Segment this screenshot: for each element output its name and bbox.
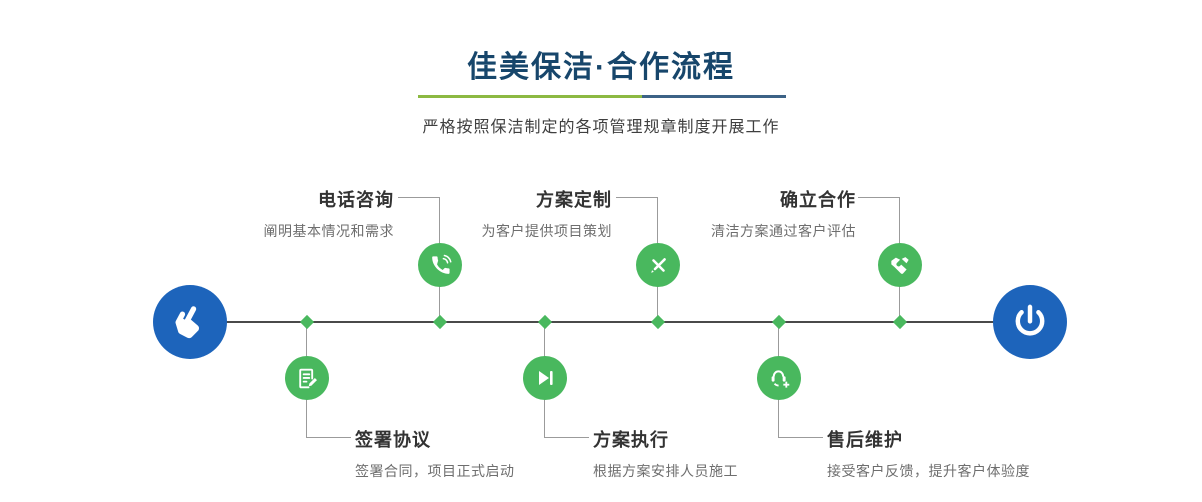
step-node-phone-consult [418, 243, 462, 287]
phone-icon [431, 254, 451, 274]
page-subtitle: 严格按照保洁制定的各项管理规章制度开展工作 [422, 119, 780, 136]
timeline-marker-diamond [432, 314, 448, 330]
step-desc: 阐明基本情况和需求 [263, 223, 394, 239]
step-desc: 清洁方案通过客户评估 [711, 223, 856, 239]
step-title: 签署协议 [355, 430, 431, 450]
underline-green-segment [418, 95, 643, 98]
step-node-after-sales [757, 356, 801, 400]
end-node [993, 285, 1067, 359]
step-label-plan-customize: 方案定制 为客户提供项目策划 [380, 186, 612, 241]
underline-blue-segment [642, 95, 786, 98]
contract-icon [298, 368, 317, 388]
step-label-sign-agreement: 签署协议 签署合同，项目正式启动 [355, 426, 615, 481]
design-tools-icon [650, 257, 666, 273]
step-desc: 为客户提供项目策划 [481, 223, 612, 239]
play-forward-icon [539, 371, 553, 385]
step-title: 电话咨询 [318, 190, 394, 210]
step-node-sign-agreement [285, 356, 329, 400]
connector-line [307, 437, 351, 438]
step-label-establish-cooperation: 确立合作 清洁方案通过客户评估 [600, 186, 856, 241]
headset-support-icon [771, 370, 790, 388]
connector-line [779, 437, 823, 438]
title-underline [418, 95, 786, 98]
hand-pointer-icon [175, 306, 200, 339]
step-label-plan-execute: 方案执行 根据方案安排人员施工 [593, 426, 853, 481]
connector-line [858, 197, 900, 198]
handshake-icon [891, 257, 909, 274]
timeline-marker-diamond [537, 314, 553, 330]
page-title: 佳美保洁·合作流程 [467, 51, 735, 84]
step-desc: 根据方案安排人员施工 [593, 463, 738, 479]
connector-line [616, 197, 658, 198]
step-title: 方案定制 [536, 190, 612, 210]
step-label-after-sales: 售后维护 接受客户反馈，提升客户体验度 [827, 426, 1107, 481]
start-node [153, 285, 227, 359]
step-title: 确立合作 [780, 190, 856, 210]
step-desc: 接受客户反馈，提升客户体验度 [827, 463, 1030, 479]
step-label-phone-consult: 电话咨询 阐明基本情况和需求 [150, 186, 394, 241]
step-node-plan-customize [636, 243, 680, 287]
step-node-establish-cooperation [878, 243, 922, 287]
timeline-marker-diamond [299, 314, 315, 330]
step-desc: 签署合同，项目正式启动 [355, 463, 515, 479]
timeline-marker-diamond [650, 314, 666, 330]
step-title: 售后维护 [827, 430, 903, 450]
step-title: 方案执行 [593, 430, 669, 450]
power-icon [1015, 304, 1045, 336]
connector-line [545, 437, 589, 438]
timeline-marker-diamond [771, 314, 787, 330]
connector-line [398, 197, 440, 198]
timeline-line [190, 321, 1030, 323]
step-node-plan-execute [523, 356, 567, 400]
timeline-marker-diamond [892, 314, 908, 330]
